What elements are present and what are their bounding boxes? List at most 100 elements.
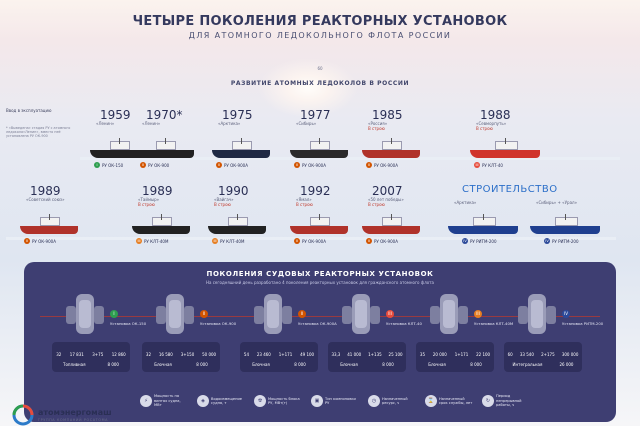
generation-dot: II <box>294 238 300 244</box>
reactor-type: РУ ОК-900А <box>224 162 248 168</box>
ship-name: «Таймыр» <box>138 197 160 202</box>
legend-item: ▣Тип компоновки РУ <box>311 395 359 407</box>
reactor-type: РУ КЛТ-40М <box>220 238 245 244</box>
ship-name: «Арктика» <box>454 200 477 205</box>
ship-mast <box>565 214 566 220</box>
generation-dot: III <box>474 162 480 168</box>
ship-name: «Ленин» <box>96 121 115 126</box>
stat-value: Блочная <box>252 362 270 367</box>
stat-value: 3+150 <box>180 352 195 357</box>
legend-icon: ☢ <box>254 395 266 407</box>
stat-value: 25 100 <box>388 352 403 357</box>
stat-value: 54 <box>243 352 250 357</box>
ship-mast <box>319 214 320 220</box>
legend-item: ◷Назначенный ресурс, ч <box>368 395 416 407</box>
reactor-type: РУ ОК-150 <box>102 162 124 168</box>
legend: ⚡Мощность на винтах судна, МВт◈Водоизмещ… <box>140 390 536 412</box>
reactor-type: РУ КЛТ-40 <box>482 162 503 168</box>
ship-hull <box>90 150 148 158</box>
generation-dot: II <box>294 162 300 168</box>
ship-status: В строю <box>296 202 313 207</box>
reactor-name: Установка КЛТ-40М <box>474 321 514 326</box>
generation-dot: II <box>366 238 372 244</box>
stat-value: Интегральная <box>512 362 543 367</box>
stat-value: 33 540 <box>519 352 534 357</box>
footnote: * «Выведена» стадия РУ с атомного ледоко… <box>6 126 71 139</box>
generation-badge: I <box>110 310 118 318</box>
reactor-type: РУ ОК-900 <box>148 162 170 168</box>
ship-name: «Ямал» <box>296 197 312 202</box>
stat-value: 60 <box>507 352 513 357</box>
icebreaker-ship <box>362 214 420 234</box>
stat-value: Топливная <box>63 362 86 367</box>
logo-subtext: ГРУППА КОМПАНИЙ РОСАТОМА <box>38 418 109 422</box>
ship-year: 1989 <box>142 184 173 198</box>
stat-value: 35 <box>419 352 426 357</box>
stat-value: 300 000 <box>561 352 579 357</box>
ship-superstructure <box>554 217 578 226</box>
ship-name: «Ленин» <box>142 121 161 126</box>
ship-status: В строю <box>476 126 493 131</box>
stat-value: 8 000 <box>107 362 119 367</box>
ship-hull <box>136 150 194 158</box>
ship-status: В строю <box>214 202 231 207</box>
ship-mast <box>165 138 166 144</box>
stat-value: 1+171 <box>454 352 469 357</box>
ship-hull <box>290 226 348 234</box>
ship-mast <box>237 214 238 220</box>
ship-mast <box>319 138 320 144</box>
legend-text: Мощность на винтах судна, МВт <box>154 394 181 408</box>
ship-year: 1989 <box>30 184 61 198</box>
stat-value: 23 460 <box>256 352 271 357</box>
logo-text: атомэнергомаш <box>38 408 112 417</box>
icebreaker-ship <box>290 214 348 234</box>
generations-subtitle: На сегодняшний день разработано 4 поколе… <box>206 280 434 285</box>
ship-name: «50 лет победы» <box>368 197 404 202</box>
stat-value: 8 000 <box>470 362 482 367</box>
reactor-vessel-icon <box>430 294 468 334</box>
reactor-vessel-icon <box>156 294 194 334</box>
legend-text: Мощность блока РУ, МВт(т) <box>268 396 300 405</box>
icebreaker-ship <box>20 214 78 234</box>
stat-value: 20 000 <box>432 352 447 357</box>
ship-status: В строю <box>138 202 155 207</box>
ship-name: «Россия» <box>368 121 388 126</box>
ship-mast <box>391 214 392 220</box>
ship-year: 1985 <box>372 108 403 122</box>
icebreaker-ship <box>470 138 540 158</box>
generations-connector-line <box>40 316 600 317</box>
reactor-vessel-icon <box>518 294 556 334</box>
sun-glow <box>258 58 358 118</box>
reactor-type: РУ ОК-900А <box>374 162 398 168</box>
generation-dot: II <box>366 162 372 168</box>
legend-icon: ⚡ <box>140 395 152 407</box>
ship-hull <box>530 226 600 234</box>
legend-icon: ◈ <box>197 395 209 407</box>
stat-value: 32 <box>56 352 62 357</box>
reactor-name: Установка ОК-150 <box>110 321 147 326</box>
generation-badge: IV <box>562 310 570 318</box>
stat-value: 50 000 <box>202 352 217 357</box>
icebreaker-ship <box>132 214 190 234</box>
icebreaker-ship <box>530 214 600 234</box>
reactor-type: РУ РИТМ-200 <box>470 238 497 244</box>
ship-year: 1977 <box>300 108 331 122</box>
reactor-name: Установка ОК-900А <box>298 321 337 326</box>
reactor-type: РУ РИТМ-200 <box>552 238 579 244</box>
ice-strip-row1 <box>80 157 620 160</box>
generation-dot: III <box>212 238 218 244</box>
construction-label: СТРОИТЕЛЬСТВО <box>462 184 558 195</box>
reactor-name: Установка КЛТ-40 <box>386 321 422 326</box>
ship-status: В строю <box>368 202 385 207</box>
anniversary-badge: 60 <box>317 66 323 71</box>
stat-value: 49 100 <box>300 352 315 357</box>
reactor-type: РУ ОК-900А <box>32 238 56 244</box>
ship-hull <box>362 150 420 158</box>
